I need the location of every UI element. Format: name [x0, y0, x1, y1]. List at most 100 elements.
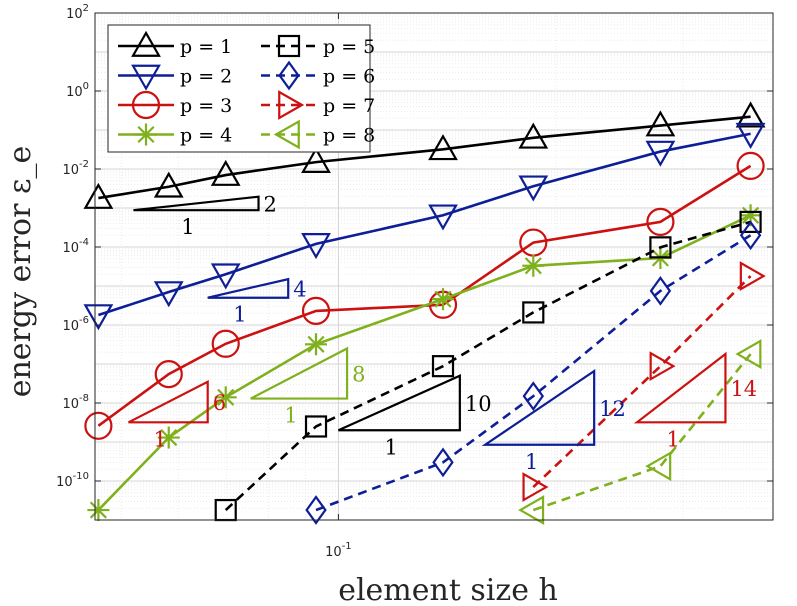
star-stroke	[89, 501, 107, 519]
series-1	[83, 101, 766, 209]
slope-triangle-6: 1 12	[481, 368, 626, 474]
series-8	[518, 339, 762, 525]
slope-triangle-shape	[633, 351, 727, 424]
series-line	[532, 353, 752, 512]
slope-run-label: 1	[153, 427, 166, 451]
legend-label: p = 3	[180, 95, 232, 117]
slope-triangle-shape	[481, 368, 596, 446]
slope-triangle-5: 110	[337, 374, 492, 459]
data-point	[304, 415, 328, 438]
series-line	[224, 220, 751, 511]
y-tick-label: 102	[66, 3, 89, 22]
slope-triangle-1: 12	[133, 192, 277, 239]
series-2	[83, 122, 766, 331]
data-point	[649, 236, 672, 259]
data-point	[428, 134, 458, 161]
legend-marker	[278, 90, 305, 120]
slope-rise-label: 6	[213, 391, 226, 415]
data-point	[214, 386, 237, 409]
data-point	[83, 182, 114, 209]
series-line	[532, 275, 752, 488]
data-point	[154, 360, 183, 389]
legend-label: p = 8	[323, 125, 375, 147]
data-point	[645, 110, 676, 137]
data-point	[157, 426, 180, 449]
legend-entry-1: p = 1	[118, 30, 232, 58]
data-point	[739, 210, 762, 234]
legend-marker	[273, 119, 300, 150]
series-line	[315, 234, 752, 512]
slope-rise-label: 10	[465, 392, 492, 416]
slope-run-label: 1	[181, 215, 194, 239]
plot-frame	[94, 12, 774, 521]
data-point	[210, 159, 241, 186]
star-stroke	[742, 206, 760, 224]
slope-rise-label: 2	[264, 192, 277, 216]
star-stroke	[160, 429, 178, 447]
legend-entry-8: p = 8	[261, 119, 375, 150]
data-point	[432, 447, 454, 478]
data-point	[518, 175, 549, 202]
slope-triangle-3: 16	[128, 379, 226, 451]
data-point	[83, 304, 114, 331]
legend-entry-6: p = 6	[261, 60, 375, 91]
star-stroke	[137, 125, 155, 144]
y-tick-label: 10-4	[62, 237, 89, 256]
series-layer	[83, 101, 766, 525]
star-stroke	[307, 335, 325, 353]
data-point	[522, 254, 545, 277]
slope-triangle-shape	[133, 195, 260, 212]
slope-triangle-4: 18	[250, 346, 365, 428]
legend-entry-3: p = 3	[118, 90, 232, 120]
data-point	[649, 275, 672, 306]
data-point	[301, 233, 331, 260]
data-point	[735, 339, 762, 369]
legend-label: p = 5	[323, 36, 375, 58]
slope-triangle-shape	[207, 277, 290, 299]
data-point	[739, 220, 762, 251]
slope-run-label: 1	[284, 404, 297, 428]
y-tick-label: 10-8	[62, 393, 89, 412]
y-tick-label: 10-10	[56, 471, 89, 490]
data-point	[735, 101, 766, 128]
data-point	[646, 207, 675, 237]
series-4	[87, 204, 762, 522]
data-point	[522, 381, 545, 412]
data-point	[518, 122, 549, 149]
slope-rise-label: 8	[352, 363, 365, 387]
series-7	[522, 261, 766, 502]
legend-marker	[135, 123, 157, 146]
slope-rise-label: 12	[599, 397, 626, 421]
series-line	[97, 214, 752, 511]
data-point	[739, 204, 762, 227]
data-point	[153, 281, 184, 308]
slope-triangle-7: 114	[633, 351, 757, 451]
data-point	[210, 263, 241, 290]
y-tick-label: 100	[66, 81, 89, 100]
slope-run-label: 1	[525, 450, 538, 474]
series-line	[97, 164, 752, 427]
data-point	[518, 495, 545, 525]
series-line	[98, 115, 751, 200]
slope-rise-label: 4	[293, 277, 306, 301]
slope-rise-label: 14	[730, 377, 757, 401]
slope-triangle-2: 14	[207, 277, 307, 327]
data-point	[736, 151, 765, 181]
legend-label: p = 4	[180, 125, 232, 147]
star-stroke	[524, 257, 542, 275]
series-6	[305, 220, 762, 525]
legend-marker	[131, 90, 161, 120]
data-point	[305, 333, 328, 356]
data-point	[211, 329, 240, 358]
slope-triangle-shape	[250, 346, 349, 400]
legend-label: p = 7	[323, 95, 375, 117]
data-point	[739, 261, 766, 291]
legend-marker	[131, 30, 161, 57]
data-point	[153, 171, 184, 198]
data-point	[301, 296, 331, 325]
data-point	[87, 499, 110, 522]
